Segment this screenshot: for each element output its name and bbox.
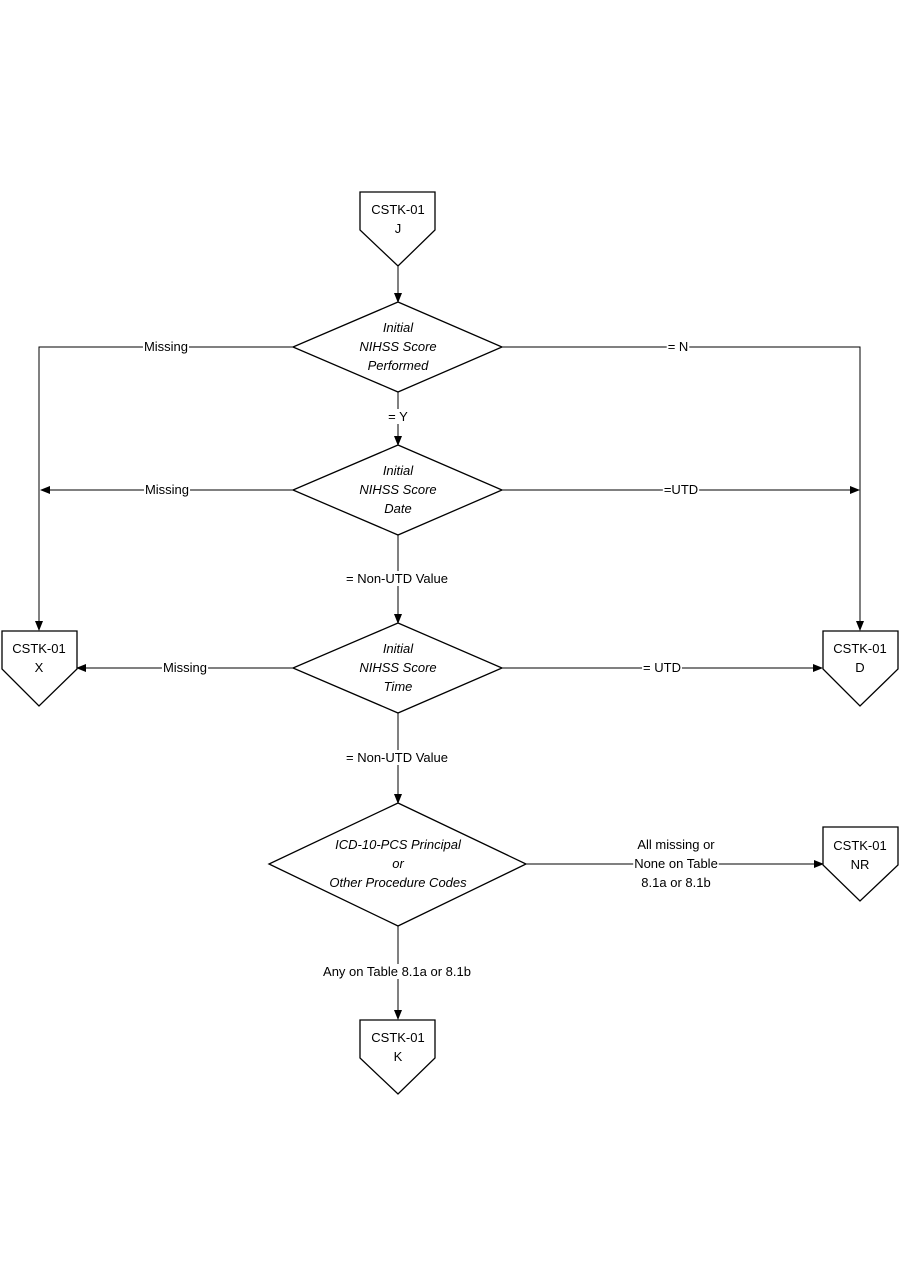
label-procedure-none-line: 8.1a or 8.1b — [641, 875, 710, 890]
connector-label: CSTK-01 — [833, 641, 886, 656]
connector-shape — [1, 630, 78, 707]
label-date-missing: Missing — [145, 482, 189, 497]
label-backing — [161, 660, 209, 675]
edge-labels: Missing = N = Y Missing =UTD = Non-UTD V… — [142, 339, 719, 979]
label-procedure-none-line: All missing or — [637, 837, 715, 852]
decision-line: NIHSS Score — [359, 339, 436, 354]
label-backing — [387, 409, 410, 424]
label-backing — [642, 660, 682, 675]
label-performed-y: = Y — [388, 409, 408, 424]
decision-line: ICD-10-PCS Principal — [335, 837, 462, 852]
decision-line: NIHSS Score — [359, 660, 436, 675]
label-performed-n: = N — [668, 339, 689, 354]
decision-line: Initial — [383, 320, 414, 335]
decision-shape — [291, 444, 504, 536]
label-backing — [640, 875, 712, 890]
connector-k: CSTK-01 K — [359, 1019, 436, 1095]
connector-shape — [822, 826, 899, 902]
decision-performed: Initial NIHSS Score Performed — [291, 301, 504, 393]
decision-procedure: ICD-10-PCS Principal or Other Procedure … — [267, 802, 528, 927]
connector-shape — [359, 1019, 436, 1095]
decision-shape — [267, 802, 528, 927]
label-procedure-none-line: None on Table — [634, 856, 718, 871]
decision-line: Date — [384, 501, 411, 516]
label-time-utd: = UTD — [643, 660, 681, 675]
decision-line: Initial — [383, 641, 414, 656]
connector-label: CSTK-01 — [371, 1030, 424, 1045]
decision-line: Initial — [383, 463, 414, 478]
connector-shape — [822, 630, 899, 707]
label-time-missing: Missing — [163, 660, 207, 675]
decision-line: NIHSS Score — [359, 482, 436, 497]
label-time-value: = Non-UTD Value — [346, 750, 448, 765]
connector-code: J — [395, 221, 402, 236]
label-backing — [142, 339, 190, 354]
decision-line: or — [392, 856, 404, 871]
decision-shape — [291, 301, 504, 393]
connector-label: CSTK-01 — [833, 838, 886, 853]
connector-j: CSTK-01 J — [359, 191, 436, 267]
label-backing — [345, 750, 449, 765]
label-backing — [143, 482, 191, 497]
connector-nr: CSTK-01 NR — [822, 826, 899, 902]
connector-shape — [359, 191, 436, 267]
edges — [35, 266, 864, 1020]
label-backing — [633, 856, 719, 871]
decision-line: Performed — [368, 358, 429, 373]
decision-time: Initial NIHSS Score Time — [291, 622, 504, 714]
decision-line: Time — [384, 679, 413, 694]
label-backing — [666, 339, 690, 354]
decision-shape — [291, 622, 504, 714]
label-date-utd: =UTD — [664, 482, 698, 497]
connector-x: CSTK-01 X — [1, 630, 78, 707]
connector-label: CSTK-01 — [12, 641, 65, 656]
connector-label: CSTK-01 — [371, 202, 424, 217]
label-procedure-any: Any on Table 8.1a or 8.1b — [323, 964, 471, 979]
connector-d: CSTK-01 D — [822, 630, 899, 707]
edge-performed-n — [502, 346, 864, 631]
label-backing — [345, 571, 449, 586]
label-backing — [322, 964, 472, 979]
connector-code: D — [855, 660, 864, 675]
decision-date: Initial NIHSS Score Date — [291, 444, 504, 536]
edge-performed-missing — [35, 346, 293, 631]
label-date-value: = Non-UTD Value — [346, 571, 448, 586]
connector-code: NR — [851, 857, 870, 872]
label-performed-missing: Missing — [144, 339, 188, 354]
label-backing — [662, 482, 700, 497]
connector-code: K — [394, 1049, 403, 1064]
label-backing — [636, 837, 717, 852]
decision-line: Other Procedure Codes — [329, 875, 467, 890]
connector-code: X — [35, 660, 44, 675]
